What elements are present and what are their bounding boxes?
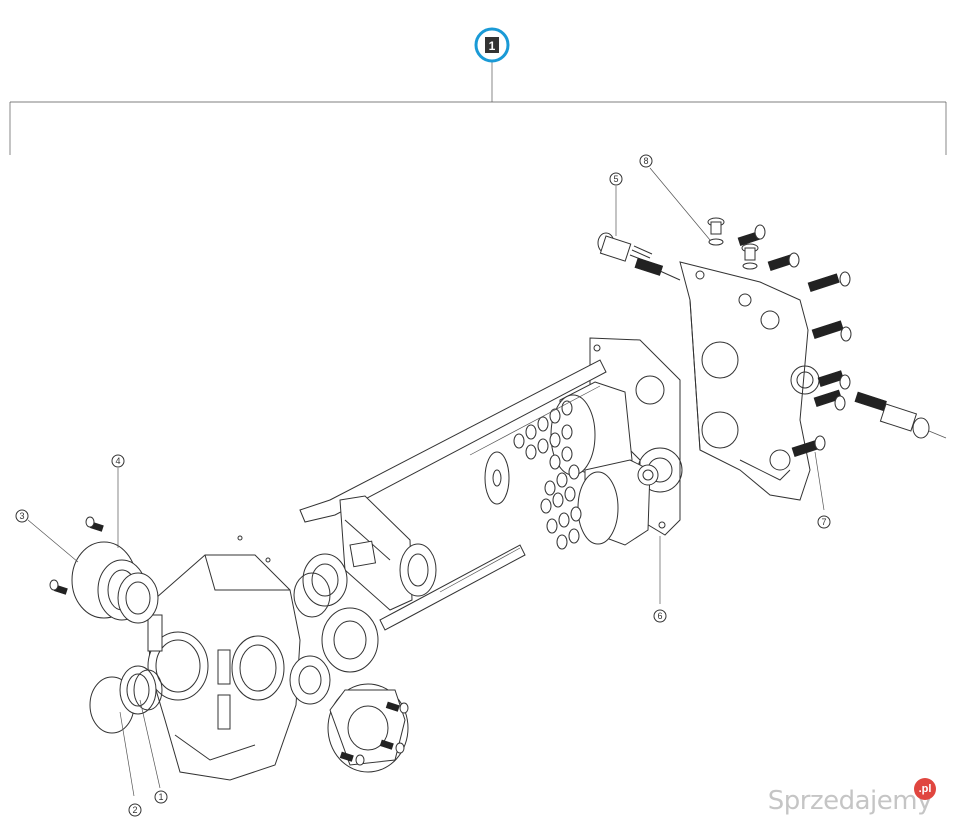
swashplate-yoke: [339, 495, 437, 611]
lower-rotating-group: [540, 459, 659, 550]
watermark-badge: .pl: [914, 778, 936, 800]
svg-text:2: 2: [132, 805, 137, 815]
svg-text:3: 3: [19, 511, 24, 521]
callout-3[interactable]: 3: [15, 509, 29, 523]
svg-text:4: 4: [115, 456, 120, 466]
svg-text:8: 8: [643, 156, 648, 166]
rear-cap: [327, 683, 409, 773]
callout-1[interactable]: 1: [154, 790, 168, 804]
svg-text:1: 1: [158, 792, 163, 802]
svg-text:6: 6: [657, 611, 662, 621]
svg-text:5: 5: [613, 174, 618, 184]
pressure-cartridge-right: [854, 391, 947, 439]
drive-shafts: [299, 359, 607, 631]
assembly-number: 1: [489, 39, 496, 53]
relief-valve-plugs: [707, 217, 759, 270]
callout-7[interactable]: 7: [817, 515, 831, 529]
flange-screws: [49, 516, 104, 595]
callout-6[interactable]: 6: [653, 609, 667, 623]
front-flange-cover: [71, 541, 159, 624]
assembly-bracket: [9, 62, 947, 155]
svg-text:7: 7: [821, 517, 826, 527]
leader-lines: [27, 167, 825, 797]
pressure-cartridge-left: [597, 232, 681, 281]
bearings: [289, 553, 379, 705]
watermark-text: Sprzedajemy: [767, 786, 933, 816]
callout-5[interactable]: 5: [609, 172, 623, 186]
callout-8[interactable]: 8: [639, 154, 653, 168]
cap-screws: [737, 224, 852, 457]
assembly-number-badge[interactable]: 1: [474, 27, 510, 63]
callout-2[interactable]: 2: [128, 803, 142, 817]
callout-4[interactable]: 4: [111, 454, 125, 468]
port-plate: [589, 337, 683, 536]
upper-rotating-group: [484, 381, 633, 505]
main-housing: [147, 535, 301, 781]
seal-and-retaining-rings: [89, 665, 163, 734]
end-cover-valve-block: [679, 261, 820, 501]
